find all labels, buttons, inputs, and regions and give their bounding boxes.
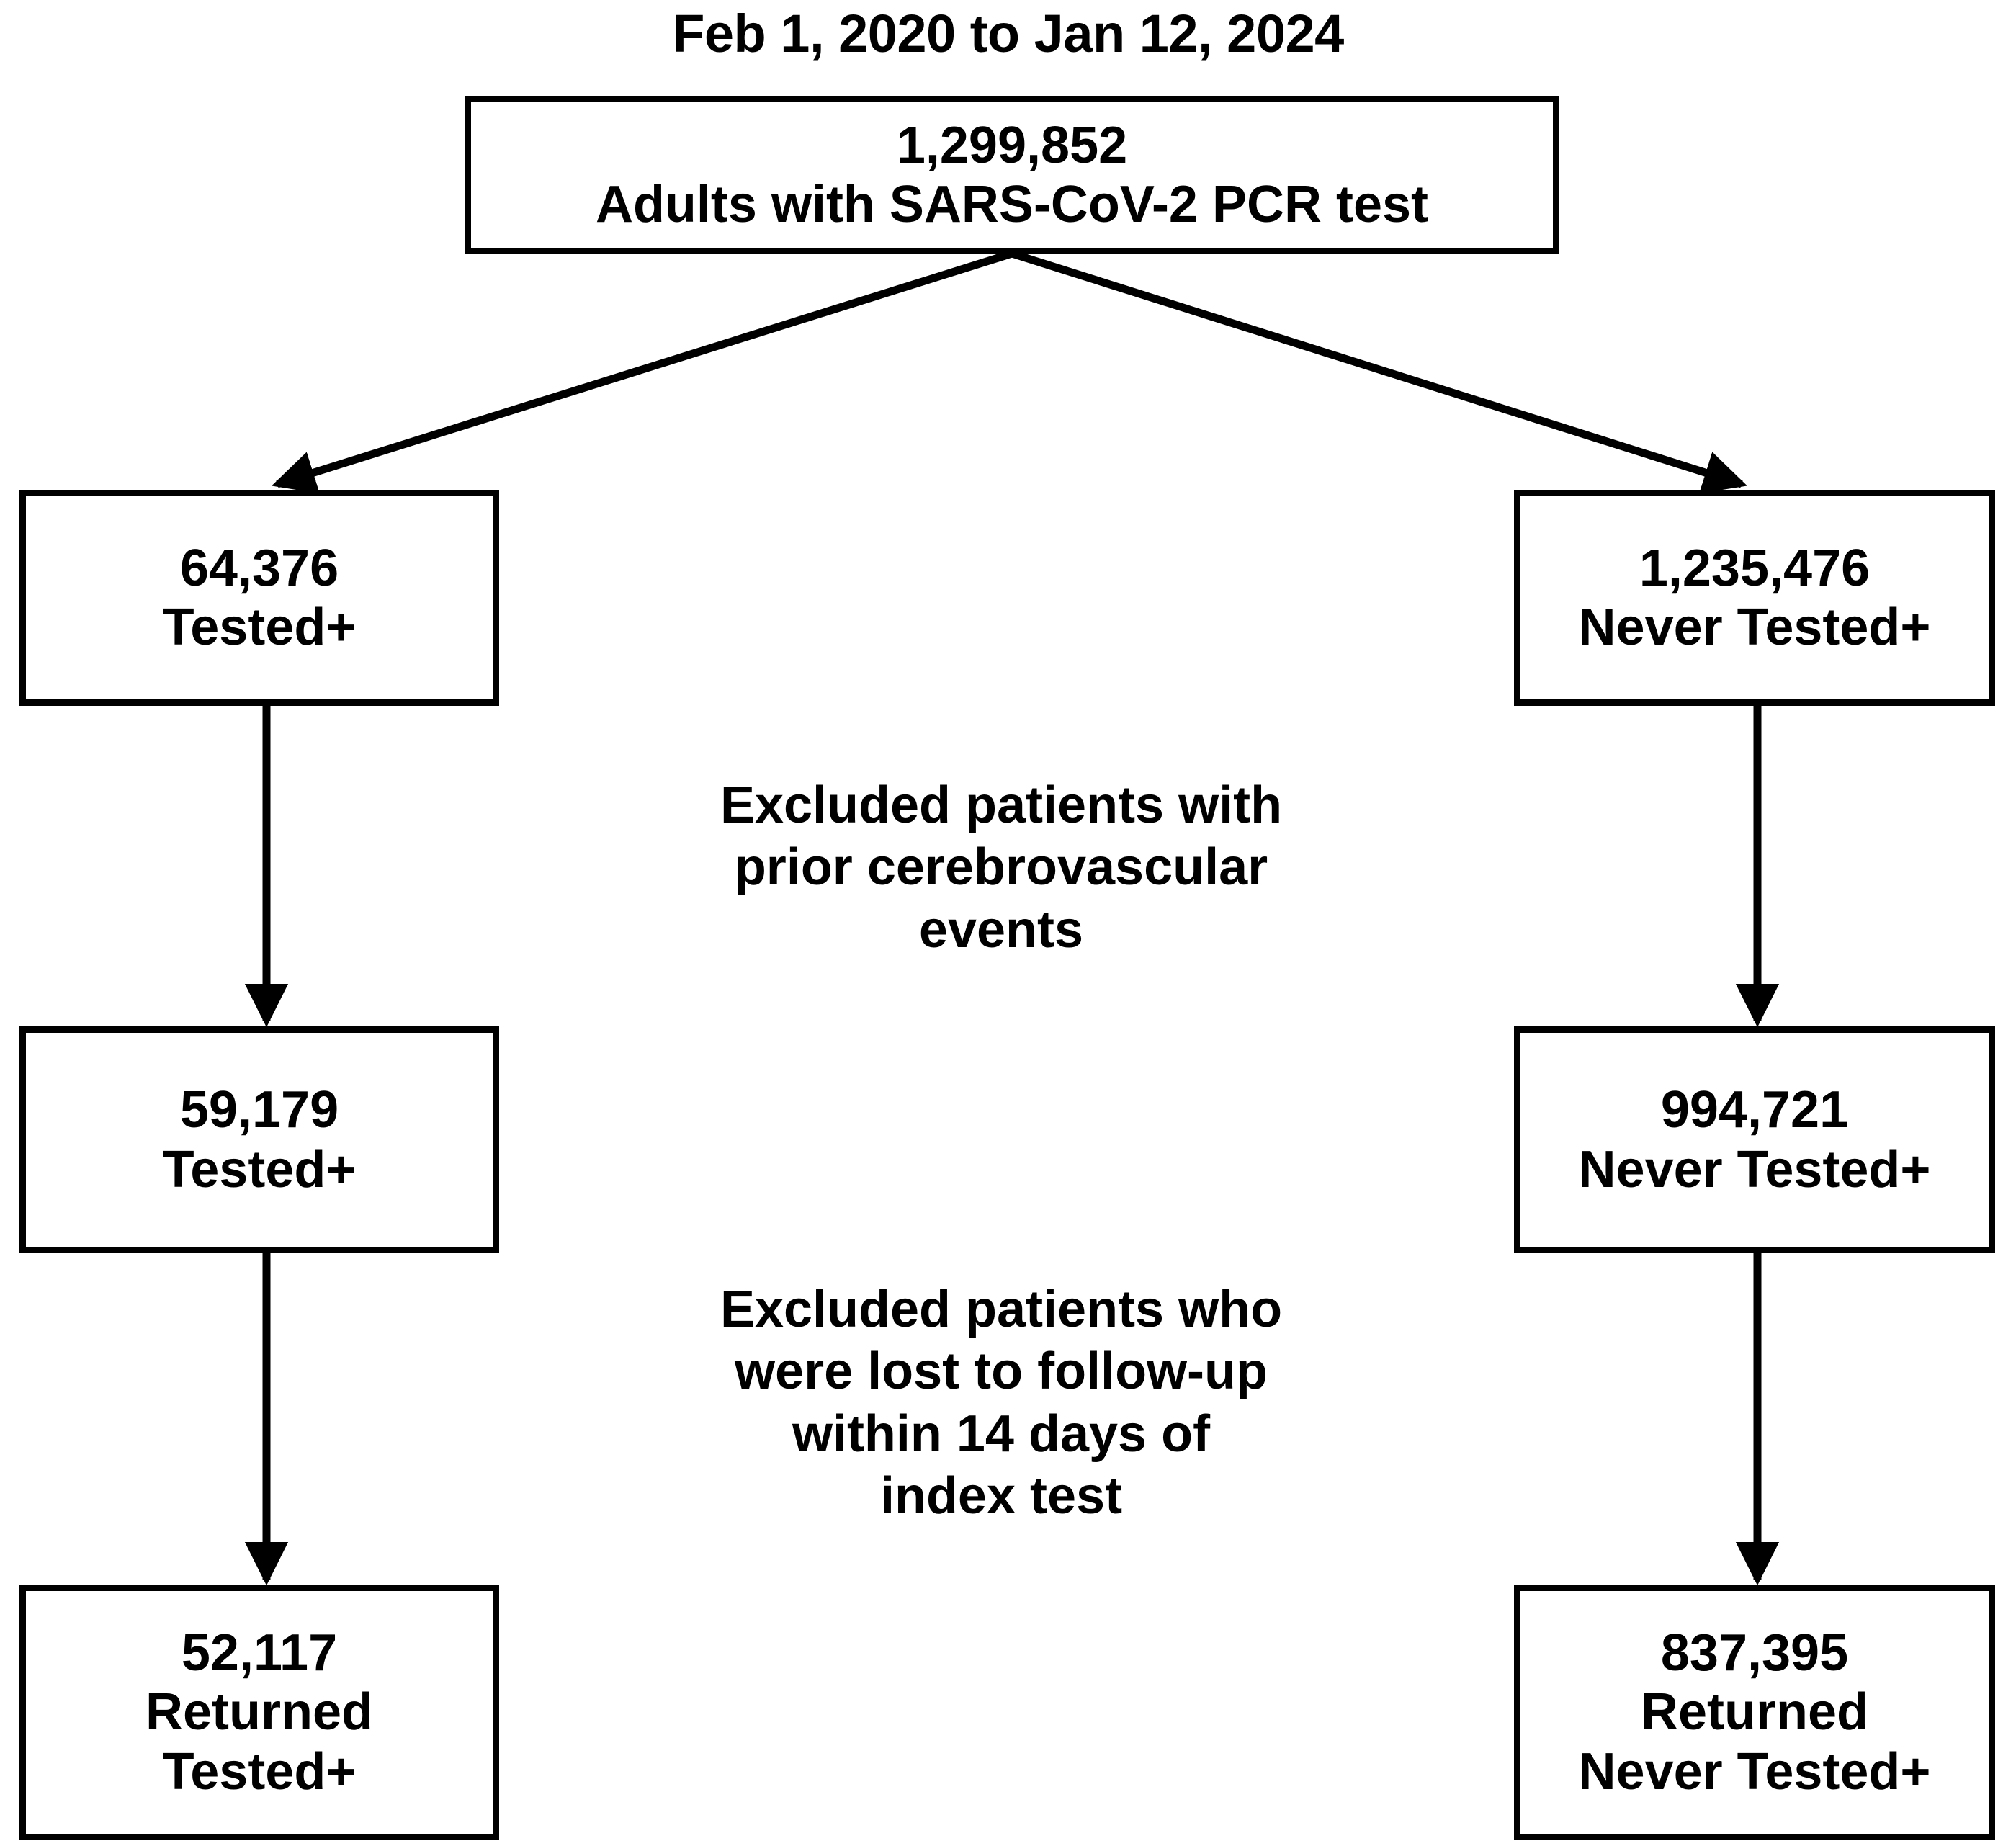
node-right-1: 1,235,476 Never Tested+ (1514, 490, 1995, 706)
node-left-3-label: Returned (145, 1683, 374, 1742)
node-right-1-label: Never Tested+ (1578, 599, 1931, 656)
node-left-1: 64,376 Tested+ (19, 490, 499, 706)
node-left-2: 59,179 Tested+ (19, 1026, 499, 1253)
node-right-2: 994,721 Never Tested+ (1514, 1026, 1995, 1253)
node-right-2-label: Never Tested+ (1578, 1140, 1931, 1198)
annotation-exclusion-1: Excluded patients with prior cerebrovasc… (648, 774, 1354, 961)
diagram-title: Feb 1, 2020 to Jan 12, 2024 (672, 4, 1344, 63)
node-left-1-count: 64,376 (179, 539, 339, 597)
annotation-exclusion-1-line2: prior cerebrovascular (734, 838, 1268, 897)
annotation-exclusion-1-line3: events (918, 900, 1084, 959)
edge-root-to-left-1 (272, 249, 1013, 494)
node-right-3: 837,395 Returned Never Tested+ (1514, 1585, 1995, 1840)
node-right-3-label: Returned (1640, 1683, 1869, 1742)
edge-root-to-right-1 (1011, 249, 1747, 494)
annotation-exclusion-2-line2: were lost to follow-up (735, 1343, 1268, 1401)
node-root-count: 1,299,852 (896, 116, 1128, 174)
node-root-label: Adults with SARS-CoV-2 PCR test (595, 176, 1429, 233)
annotation-exclusion-1-line1: Excluded patients with (720, 776, 1283, 834)
node-right-3-count: 837,395 (1660, 1624, 1849, 1683)
node-left-2-label: Tested+ (162, 1140, 357, 1198)
node-left-3: 52,117 Returned Tested+ (19, 1585, 499, 1840)
node-left-3-count: 52,117 (181, 1624, 338, 1683)
annotation-exclusion-2-line1: Excluded patients who (720, 1281, 1283, 1338)
annotation-exclusion-2-line4: index test (879, 1467, 1123, 1525)
node-right-2-count: 994,721 (1660, 1081, 1849, 1139)
node-left-2-count: 59,179 (179, 1081, 339, 1139)
node-right-1-count: 1,235,476 (1639, 539, 1871, 597)
annotation-exclusion-2-line3: within 14 days of (792, 1404, 1211, 1463)
node-root: 1,299,852 Adults with SARS-CoV-2 PCR tes… (465, 96, 1559, 254)
node-right-3-label2: Never Tested+ (1578, 1742, 1931, 1801)
node-left-3-label2: Tested+ (162, 1742, 357, 1801)
node-left-1-label: Tested+ (162, 599, 357, 656)
annotation-exclusion-2: Excluded patients who were lost to follo… (648, 1278, 1354, 1528)
